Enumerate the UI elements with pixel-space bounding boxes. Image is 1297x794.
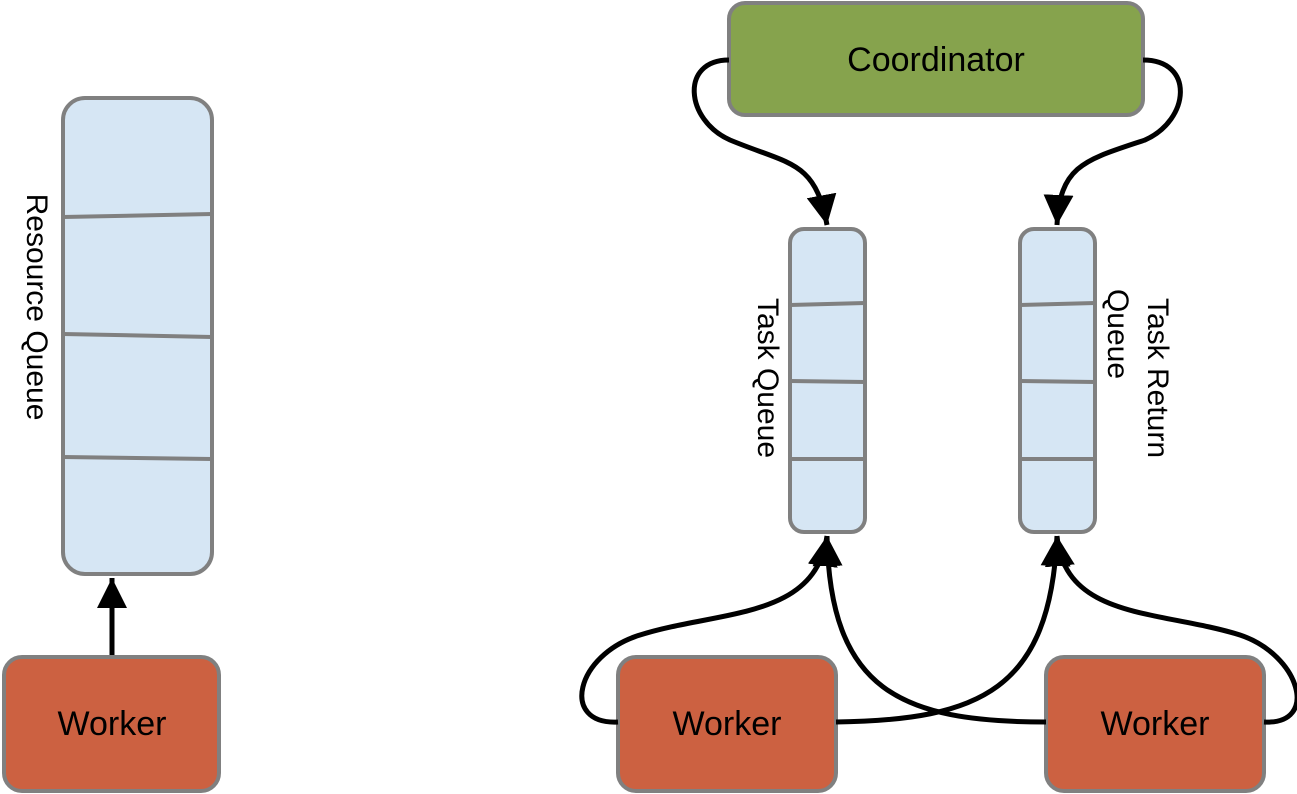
- queue-divider: [1019, 379, 1096, 384]
- task-return-queue-label-line1: Task Return: [1141, 298, 1174, 458]
- task-return-queue: [1018, 227, 1097, 534]
- coordinator-label: Coordinator: [847, 41, 1025, 79]
- queue-divider: [62, 332, 213, 339]
- queue-divider: [789, 301, 866, 307]
- arrow-worker1-to-task-queue: [579, 535, 838, 725]
- arrow-worker1-to-task-return-queue: [835, 535, 1071, 725]
- worker-label-left-diagram: Worker: [58, 705, 167, 743]
- worker-label-right-diagram-2: Worker: [1101, 705, 1210, 743]
- resource-queue: [61, 96, 214, 576]
- arrow-worker2-to-task-queue: [812, 535, 1047, 725]
- arrow-coordinator-to-task-queue: [691, 57, 837, 226]
- arrow-coordinator-to-task-return-queue: [1043, 57, 1183, 226]
- resource-queue-label: Resource Queue: [20, 194, 53, 421]
- worker-label-right-diagram-1: Worker: [673, 705, 782, 743]
- worker-box-left-diagram: [2, 655, 221, 793]
- task-return-queue-label-line2: Queue: [1101, 289, 1134, 379]
- queue-divider: [62, 212, 213, 219]
- task-queue-label: Task Queue: [751, 298, 784, 458]
- queue-divider: [1019, 301, 1096, 307]
- queue-divider: [62, 455, 213, 461]
- task-queue: [788, 227, 867, 534]
- arrow-worker2-to-task-return-queue: [1044, 535, 1297, 725]
- queue-divider: [789, 379, 866, 384]
